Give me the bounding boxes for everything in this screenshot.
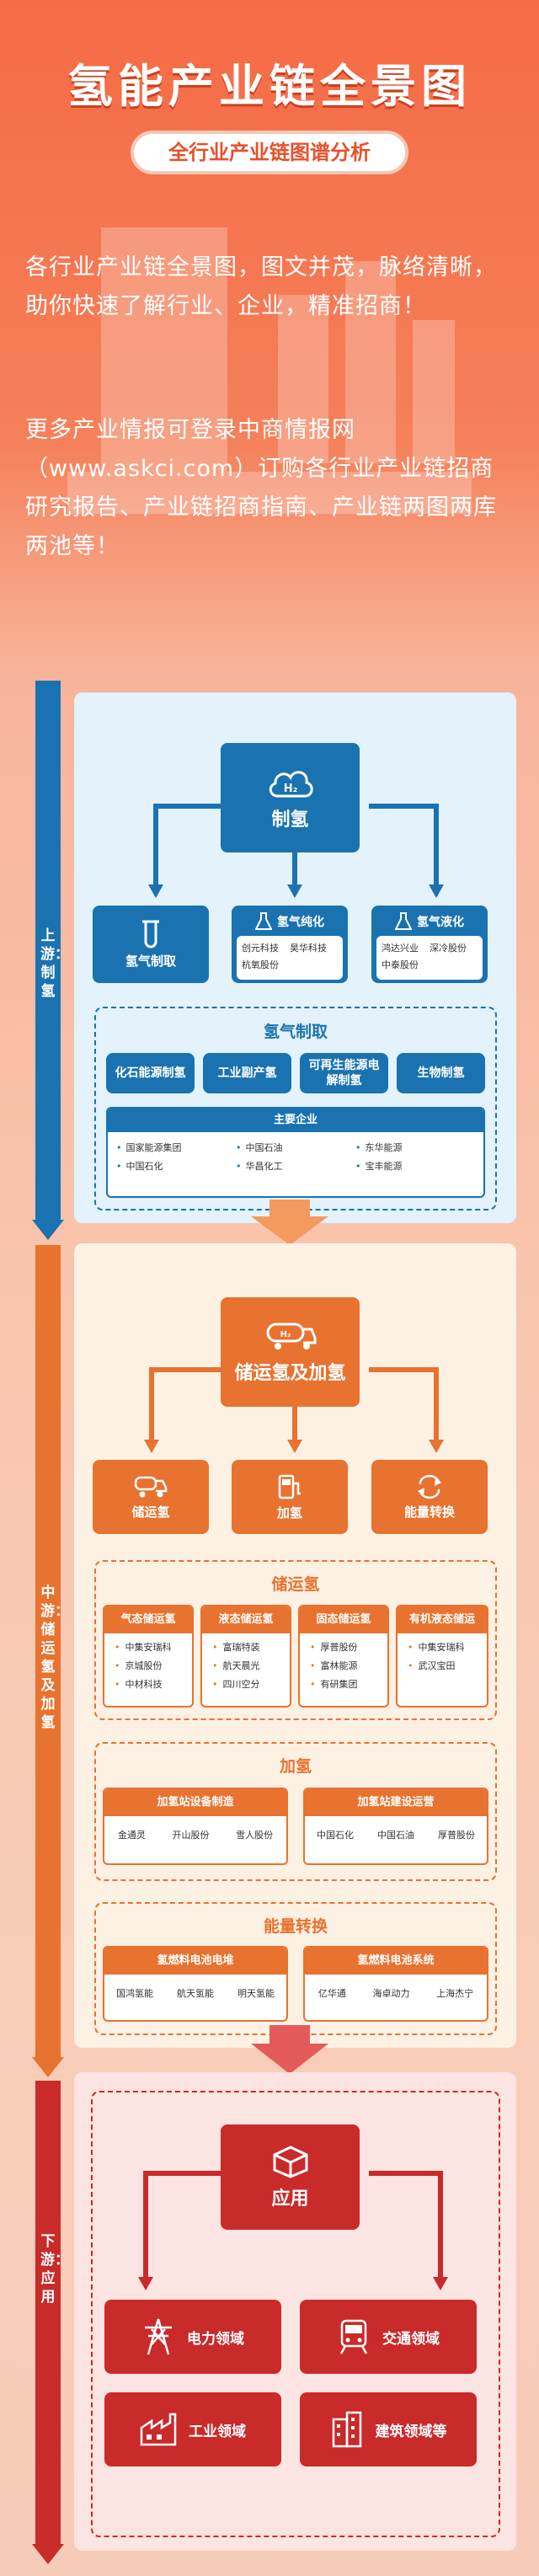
upstream-section-title: 氢气制取 [263, 1023, 328, 1041]
storage-card-organic-liquid: 有机液态储运 中集安瑞科 武汉宝田 [396, 1605, 488, 1708]
flask-icon [255, 912, 272, 930]
field-transport: 交通领域 [300, 2300, 477, 2374]
upstream-branch-hydrogen-liquefaction: 氢气液化 鸿达兴业 深冷股份 中泰股份 [371, 906, 488, 983]
major-companies-title: 主要企业 [108, 1109, 483, 1132]
upstream-branch-hydrogen-purification: 氢气纯化 创元科技 昊华科技 杭氧股份 [232, 906, 348, 983]
svg-text:H₂: H₂ [283, 783, 297, 795]
train-icon [339, 2319, 368, 2354]
field-industry: 工业领域 [104, 2392, 281, 2466]
method-fossil-energy: 化石能源制氢 [106, 1053, 195, 1093]
downstream-connectors [138, 2171, 448, 2290]
downstream-section [91, 2091, 500, 2537]
upstream-branch-hydrogen-extraction: 氢气制取 [93, 906, 209, 983]
cycle-arrows-icon [418, 1474, 441, 1499]
method-renewable-electrolysis: 可再生能源电解制氢 [300, 1053, 388, 1093]
tanker-truck-icon [134, 1476, 168, 1497]
refuel-card-equipment: 加氢站设备制造 金通灵 开山股份 雪人股份 [103, 1788, 288, 1865]
midstream-refuel-section [94, 1742, 497, 1881]
fuel-pump-icon [278, 1474, 301, 1499]
box-icon [273, 2145, 307, 2178]
test-tube-icon [142, 920, 159, 948]
storage-section-title: 储运氢 [271, 1575, 320, 1594]
field-building: 建筑领域等 [300, 2392, 477, 2466]
midstream-hub-storage-refuel: H₂ 储运氢及加氢 [221, 1297, 360, 1407]
major-company: 宝丰能源 [355, 1159, 475, 1173]
downstream-hub-application: 应用 [221, 2124, 360, 2230]
major-company: 中国石油 [236, 1141, 355, 1154]
building-icon [332, 2411, 361, 2448]
page-title: 氢能产业链全景图 [67, 60, 472, 113]
midstream-rail-label: 中游：储运氢及加氢 [40, 1585, 69, 1731]
upstream-hub-label: 制氢 [271, 810, 309, 831]
storage-card-gaseous: 气态储运氢 中集安瑞科 京城股份 中材科技 [103, 1605, 194, 1708]
upstream-rail-label: 上游：制氢 [40, 927, 69, 1000]
downstream-hub-label: 应用 [271, 2188, 309, 2210]
upstream-to-midstream-arrow [251, 1200, 328, 1245]
tanker-truck-icon: H₂ [266, 1323, 316, 1349]
downstream-rail-arrow [32, 2544, 64, 2564]
midstream-branch-storage: 储运氢 [93, 1460, 209, 1534]
midstream-hub-label: 储运氢及加氢 [234, 1363, 346, 1384]
svg-text:H₂: H₂ [280, 1330, 291, 1339]
upstream-hub-hydrogen-production: H₂ 制氢 [221, 743, 360, 852]
storage-card-solid: 固态储运氢 厚普股份 富林能源 有研集团 [298, 1605, 389, 1708]
major-company: 东华能源 [355, 1141, 475, 1154]
refuel-card-operation: 加氢站建设运营 中国石化 中国石油 厚普股份 [303, 1788, 488, 1865]
factory-icon [140, 2413, 177, 2446]
major-companies-card: 主要企业 国家能源集团 中国石油 东华能源 中国石化 华昌化工 宝丰能源 [106, 1107, 485, 1198]
page-subtitle: 全行业产业链图谱分析 [131, 131, 408, 174]
cloud-h2-icon: H₂ [269, 771, 313, 798]
upstream-rail [35, 681, 61, 1220]
intro-paragraph-1: 各行业产业链全景图，图文并茂，脉络清晰，助你快速了解行业、企业，精准招商！ [25, 254, 497, 319]
midstream-rail-arrow [32, 2057, 64, 2077]
field-power: 电力领域 [104, 2300, 281, 2374]
method-industrial-byproduct: 工业副产氢 [203, 1053, 291, 1093]
method-biological: 生物制氢 [397, 1053, 485, 1093]
energy-card-stack: 氢燃料电池电堆 国鸿氢能 航天氢能 明天氢能 [103, 1946, 288, 2022]
midstream-branch-refuel: 加氢 [232, 1460, 348, 1534]
midstream-connectors [144, 1367, 444, 1453]
major-company: 中国石化 [116, 1159, 236, 1173]
midstream-to-downstream-arrow [251, 2025, 328, 2074]
power-tower-icon [145, 2318, 172, 2355]
flask-icon [395, 912, 412, 930]
midstream-rail [35, 1245, 61, 2057]
major-company: 华昌化工 [236, 1159, 355, 1173]
midstream-branch-energy-conversion: 能量转换 [371, 1460, 488, 1534]
energy-card-system: 氢燃料电池系统 亿华通 海卓动力 上海杰宁 [303, 1946, 488, 2022]
major-company: 国家能源集团 [116, 1141, 236, 1154]
stage-rails [32, 681, 64, 2564]
energy-section-title: 能量转换 [263, 1917, 328, 1936]
downstream-rail-label: 下游：应用 [40, 2233, 69, 2306]
upstream-rail-arrow [32, 1220, 64, 1240]
midstream-storage-section [94, 1560, 497, 1720]
refuel-section-title: 加氢 [279, 1757, 312, 1776]
downstream-rail [35, 2081, 61, 2544]
header-background-illustration [67, 227, 472, 514]
intro-paragraph-2: 更多产业情报可登录中商情报网（www.askci.com）订购各行业产业链招商研… [25, 417, 497, 559]
storage-card-liquid: 液态储运氢 富瑞特装 航天晨光 四川空分 [200, 1605, 291, 1708]
